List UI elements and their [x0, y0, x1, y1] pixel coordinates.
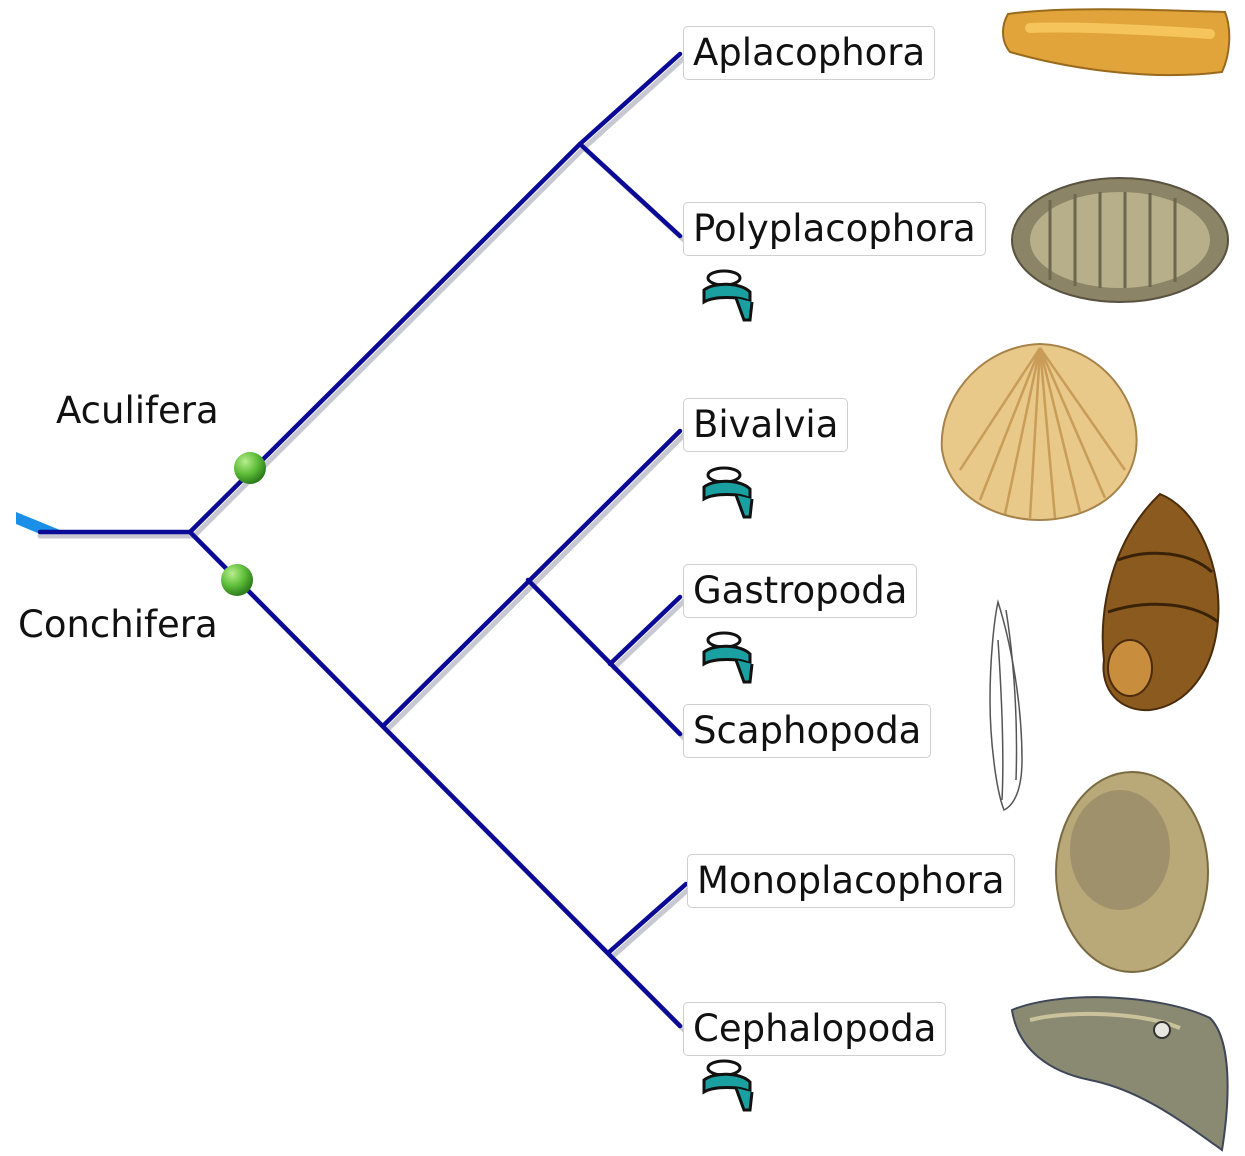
- clade-label-conchifera: Conchifera: [18, 603, 218, 646]
- clade-label-aculifera: Aculifera: [56, 389, 219, 432]
- taxon-gastropoda[interactable]: Gastropoda: [683, 564, 917, 618]
- conchifera-node-marker[interactable]: [221, 564, 253, 596]
- scaphopoda-picture: [990, 602, 1022, 810]
- taxon-polyplacophora[interactable]: Polyplacophora: [683, 202, 986, 256]
- branch-shadows: [40, 58, 690, 1030]
- taxon-link-icon[interactable]: [700, 1058, 758, 1112]
- polyplacophora-picture: [1012, 178, 1228, 302]
- aculifera-node-marker[interactable]: [234, 452, 266, 484]
- aplacophora-branch: [580, 54, 680, 144]
- cephalopoda-picture: [1012, 997, 1228, 1150]
- aplacophora-picture: [1003, 9, 1229, 75]
- taxon-monoplacophora[interactable]: Monoplacophora: [687, 854, 1015, 908]
- taxon-bivalvia[interactable]: Bivalvia: [683, 398, 848, 452]
- branches: [40, 54, 686, 1026]
- polyplacophora-branch: [580, 144, 680, 236]
- gastropoda-picture: [1103, 494, 1219, 710]
- taxon-aplacophora[interactable]: Aplacophora: [683, 26, 935, 80]
- taxon-scaphopoda[interactable]: Scaphopoda: [683, 704, 931, 758]
- monoplacophora-picture: [1056, 772, 1208, 972]
- scaphopoda-branch: [528, 580, 680, 734]
- gastropoda-branch: [610, 597, 680, 664]
- taxon-link-icon[interactable]: [700, 465, 758, 519]
- taxon-link-icon[interactable]: [700, 630, 758, 684]
- bivalvia-branch: [383, 431, 680, 726]
- bivalvia-picture: [942, 344, 1137, 520]
- monoplacophora-branch: [608, 884, 686, 953]
- taxon-link-icon[interactable]: [700, 268, 758, 322]
- taxon-cephalopoda[interactable]: Cephalopoda: [683, 1002, 946, 1056]
